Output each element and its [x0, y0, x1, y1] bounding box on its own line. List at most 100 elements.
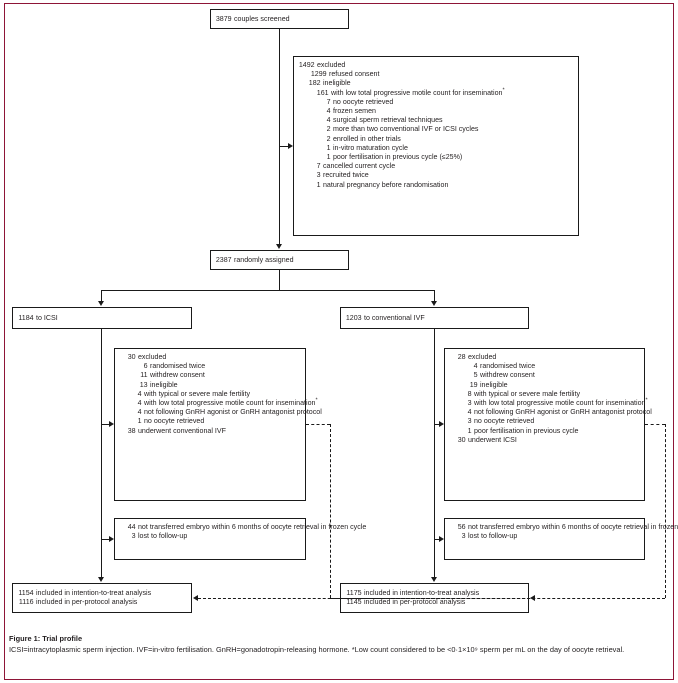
node-line-number: 3879	[215, 15, 232, 23]
connector-randomised-down	[279, 270, 280, 290]
node-line-number: 4	[326, 116, 331, 125]
node-line-text: not following GnRH agonist or GnRH antag…	[143, 408, 322, 417]
spine-ivf	[434, 329, 435, 578]
arrowhead-nottransferred-icsi	[109, 535, 114, 542]
node-line-number: 30	[127, 353, 136, 361]
node-line-number: 1203	[345, 314, 362, 322]
connector-ivf-to-excluded	[434, 424, 439, 425]
connector-to-excluded-top	[279, 146, 288, 147]
node-line-text: randomised twice	[479, 362, 536, 371]
node-line-text: included in intention-to-treat analysis	[35, 589, 152, 597]
node-line-number: 4	[137, 389, 142, 398]
arrowhead-crossover-into-ivf-analysis	[530, 594, 535, 601]
node-line-text: with low total progressive motile count …	[143, 397, 318, 408]
node-line-number: 13	[139, 380, 148, 389]
node-line-number: 2	[326, 125, 331, 134]
node-line-number: 2	[326, 134, 331, 143]
caption-body: ICSI=intracytoplasmic sperm injection. I…	[9, 645, 625, 655]
node-line-text: natural pregnancy before randomisation	[322, 180, 449, 189]
spine-icsi	[101, 329, 102, 578]
node-line-text: not transferred embryo within 6 months o…	[137, 523, 367, 531]
node-line-text: in-vitro maturation cycle	[332, 143, 408, 152]
node-line-number: 1492	[298, 61, 315, 69]
node-line-number: 1299	[310, 70, 327, 79]
node-line-number: 5	[473, 371, 478, 380]
node-line-number: 4	[137, 399, 142, 408]
node-line-number: 56	[457, 523, 466, 531]
node-line-text: to conventional IVF	[363, 314, 425, 322]
node-line-number: 6	[143, 362, 148, 371]
node-line-number: 7	[326, 97, 331, 106]
footnote-marker: *	[645, 397, 648, 404]
connector-icsi-to-nottransferred	[101, 539, 109, 540]
arrowhead-randomised	[275, 244, 282, 249]
node-line-text: included in per-protocol analysis	[35, 598, 138, 607]
arrowhead-nottransferred-ivf	[439, 535, 444, 542]
connector-split-bar	[101, 290, 434, 291]
node-line-text: lost to follow-up	[467, 532, 518, 541]
arrowhead-excluded-top	[288, 142, 293, 149]
node-line-text: ineligible	[322, 79, 351, 88]
node-line-text: randomly assigned	[233, 256, 294, 264]
node-line-text: randomised twice	[149, 362, 206, 371]
node-line-text: no oocyte retrieved	[143, 417, 205, 426]
node-line-number: 28	[457, 353, 466, 361]
node-line-text: enrolled in other trials	[332, 134, 401, 143]
node-line-text: excluded	[137, 353, 167, 361]
node-line-number: 3	[131, 532, 136, 541]
node-line-number: 1	[137, 417, 142, 426]
arrowhead-arm-icsi	[97, 301, 104, 306]
arrowhead-arm-ivf	[430, 301, 437, 306]
arrowhead-analysis-ivf	[430, 577, 437, 582]
node-line-number: 11	[140, 371, 148, 380]
arrowhead-crossover-into-icsi-analysis	[193, 594, 198, 601]
node-line-number: 38	[127, 426, 136, 435]
node-line-number: 8	[467, 389, 472, 398]
node-line-text: excluded	[467, 353, 497, 361]
node-line-number: 1145	[346, 598, 362, 607]
node-line-text: with typical or severe male fertility	[143, 389, 251, 398]
caption-title: Figure 1: Trial profile	[9, 634, 83, 643]
node-line-number: 19	[469, 380, 478, 389]
footnote-marker: *	[315, 397, 318, 404]
node-line-number: 1	[467, 426, 472, 435]
